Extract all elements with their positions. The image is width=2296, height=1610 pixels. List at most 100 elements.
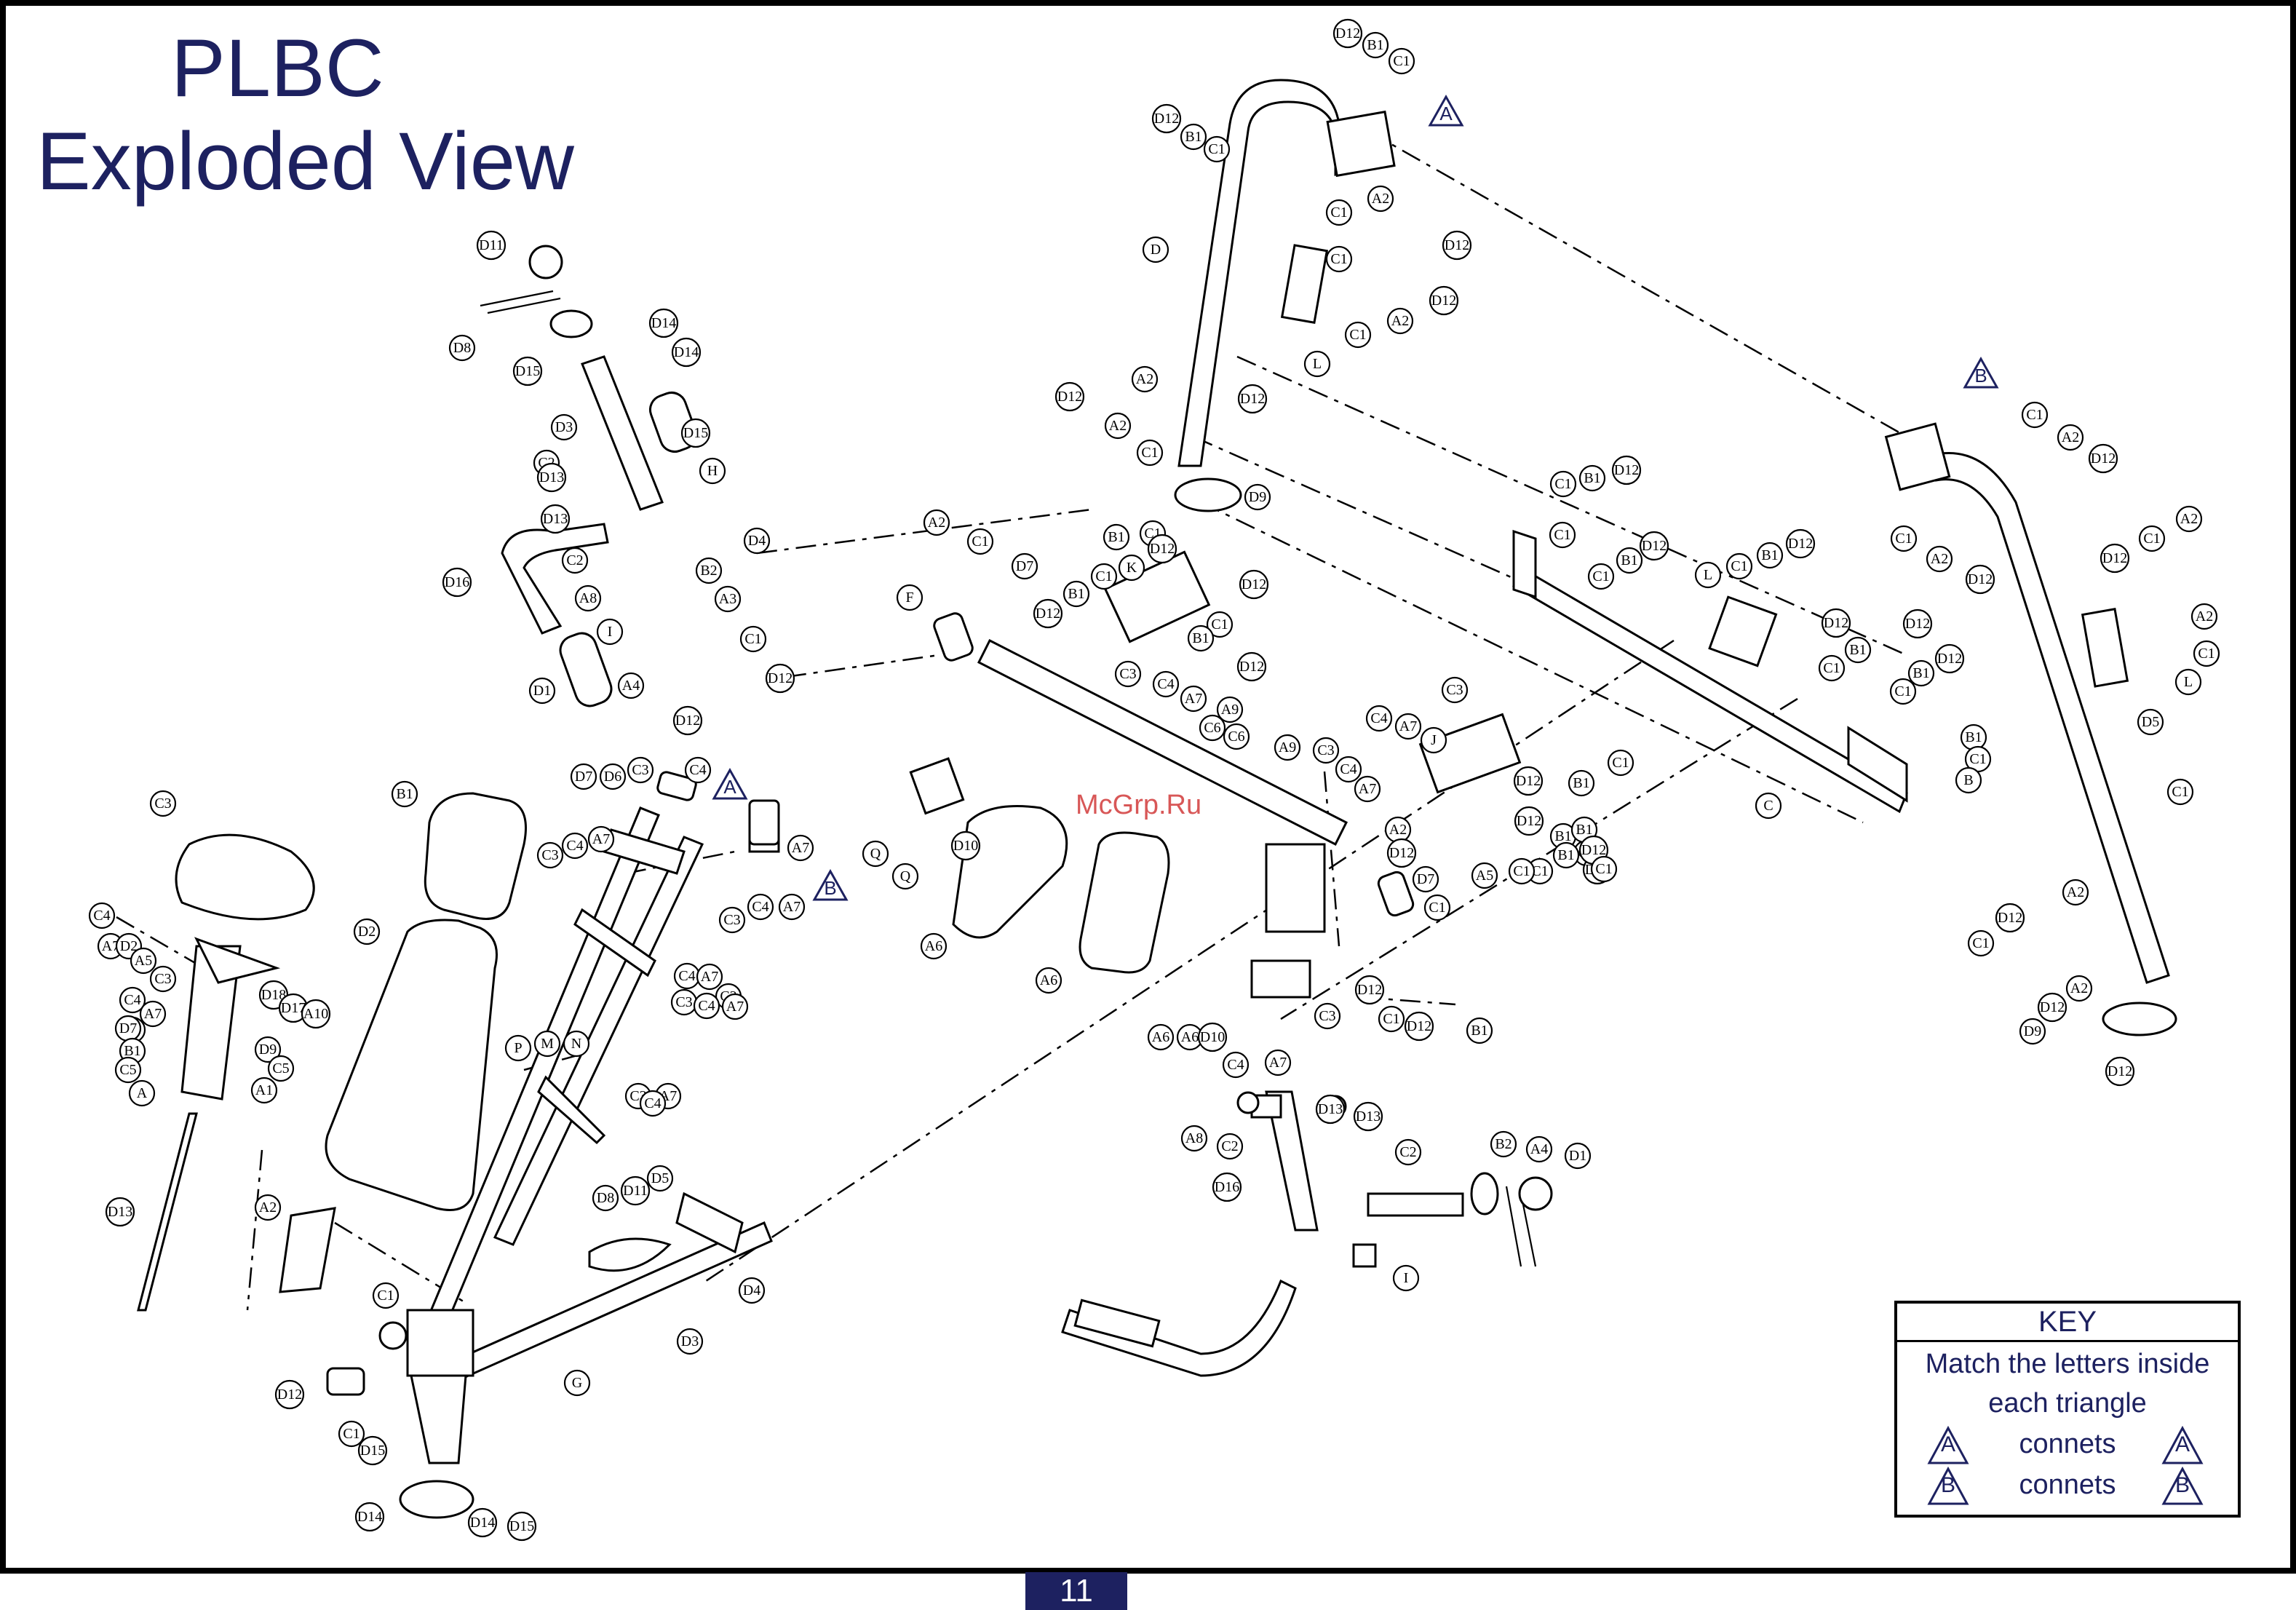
callout-d12: D12: [1513, 766, 1544, 796]
callout-a4: A4: [1525, 1135, 1553, 1163]
svg-text:A8: A8: [579, 590, 597, 606]
svg-text:A2: A2: [2067, 884, 2084, 900]
svg-text:C5: C5: [119, 1062, 136, 1078]
callout-l: L: [1694, 561, 1722, 589]
callout-a7: A7: [696, 963, 723, 991]
callout-b1: B1: [1362, 31, 1389, 59]
callout-c4: C4: [561, 832, 589, 860]
svg-text:D16: D16: [445, 574, 469, 590]
callout-f: F: [896, 584, 923, 611]
svg-text:C1: C1: [1592, 568, 1609, 584]
svg-text:D12: D12: [1516, 773, 1541, 789]
svg-text:A7: A7: [1269, 1055, 1287, 1071]
bar-F: [977, 638, 1348, 846]
svg-text:A2: A2: [2070, 980, 2088, 996]
svg-text:D7: D7: [119, 1020, 137, 1036]
callout-c1: C1: [1607, 749, 1634, 777]
callout-c5: C5: [114, 1056, 142, 1084]
callout-c2: C2: [1216, 1133, 1244, 1160]
callout-b1: B1: [1103, 523, 1130, 551]
callout-d12: D12: [1514, 806, 1544, 836]
svg-text:C1: C1: [2026, 407, 2043, 423]
callout-q: Q: [891, 862, 919, 890]
callout-d12: D12: [1934, 643, 1965, 674]
callout-a2: A2: [923, 509, 950, 536]
callout-d12: D12: [2037, 992, 2067, 1023]
callout-a6: A6: [1176, 1023, 1204, 1051]
svg-text:G: G: [572, 1375, 582, 1391]
callout-c4: C4: [693, 992, 720, 1020]
key-heading: KEY: [1897, 1304, 2238, 1342]
callout-c3: C3: [149, 965, 177, 993]
svg-text:D13: D13: [108, 1204, 132, 1220]
callout-b1: B1: [1907, 659, 1935, 687]
bar-G: [1367, 1192, 1464, 1217]
callout-c4: C4: [747, 893, 774, 921]
svg-text:C1: C1: [1393, 53, 1410, 69]
callout-a2: A2: [2190, 603, 2218, 630]
page-title: PLBC Exploded View: [36, 22, 574, 208]
callout-d13: D13: [1315, 1094, 1346, 1125]
callout-a7: A7: [787, 834, 814, 862]
callout-c1: C1: [1090, 563, 1118, 590]
svg-text:D12: D12: [1824, 615, 1848, 631]
svg-text:B: B: [1963, 772, 1973, 788]
callout-d: D: [1142, 236, 1169, 263]
callout-a10: A10: [301, 999, 331, 1029]
callout-c1: C1: [1136, 439, 1164, 467]
callout-c4: C4: [1335, 756, 1362, 783]
svg-text:D6: D6: [604, 769, 621, 785]
callout-c3: C3: [149, 790, 177, 817]
callout-d9: D9: [1244, 483, 1271, 511]
foot-plate-D9-bottom: [399, 1480, 474, 1519]
key-row-b: B connets B: [1897, 1464, 2238, 1505]
svg-text:A7: A7: [726, 999, 744, 1015]
svg-text:D3: D3: [681, 1333, 699, 1349]
svg-text:A4: A4: [1530, 1141, 1548, 1157]
callout-a9: A9: [1274, 734, 1301, 761]
svg-text:D12: D12: [1581, 842, 1606, 858]
svg-text:D12: D12: [1905, 616, 1930, 632]
svg-text:D9: D9: [259, 1042, 277, 1058]
svg-text:I: I: [1404, 1270, 1409, 1286]
triangle-A-left: A: [712, 767, 748, 800]
callout-d5: D5: [2137, 708, 2164, 736]
callout-c1: C1: [1590, 855, 1618, 883]
callout-a4: A4: [617, 672, 645, 699]
callout-h: H: [699, 457, 726, 485]
svg-text:A5: A5: [1476, 868, 1493, 884]
svg-text:J: J: [1431, 732, 1437, 748]
key-row-a-word: connets: [2019, 1429, 2116, 1459]
callout-d4: D4: [738, 1277, 766, 1304]
callout-b1: B1: [1062, 580, 1090, 608]
svg-text:D13: D13: [1356, 1109, 1381, 1125]
triangle-b-icon: B: [2161, 1466, 2204, 1505]
svg-text:C1: C1: [2172, 784, 2188, 800]
svg-text:C5: C5: [272, 1060, 289, 1076]
svg-text:B1: B1: [1192, 630, 1209, 646]
svg-text:D7: D7: [1016, 558, 1033, 574]
svg-text:D8: D8: [597, 1190, 614, 1206]
callout-c4: C4: [684, 756, 712, 784]
callout-d12: D12: [1995, 903, 2025, 933]
svg-text:C4: C4: [93, 908, 110, 924]
callout-c1: C1: [966, 528, 994, 555]
callout-b1: B1: [1552, 841, 1580, 869]
svg-text:D16: D16: [1215, 1179, 1239, 1195]
callout-b1: B1: [1844, 636, 1872, 664]
callout-c1: C1: [1388, 47, 1415, 75]
svg-text:N: N: [571, 1036, 581, 1052]
svg-text:A7: A7: [1359, 781, 1376, 797]
svg-text:C3: C3: [723, 912, 740, 928]
svg-text:C1: C1: [1330, 251, 1347, 267]
svg-text:B1: B1: [1576, 822, 1592, 838]
pad-Q-left: [952, 805, 1068, 939]
svg-text:A4: A4: [622, 678, 640, 694]
svg-text:D12: D12: [1642, 538, 1667, 554]
callout-q: Q: [862, 840, 889, 868]
svg-text:B1: B1: [1554, 828, 1571, 844]
callout-b1: B1: [1616, 547, 1643, 574]
callout-d9: D9: [254, 1036, 282, 1063]
callout-d14: D14: [467, 1507, 498, 1538]
callout-d12: D12: [1236, 651, 1267, 682]
